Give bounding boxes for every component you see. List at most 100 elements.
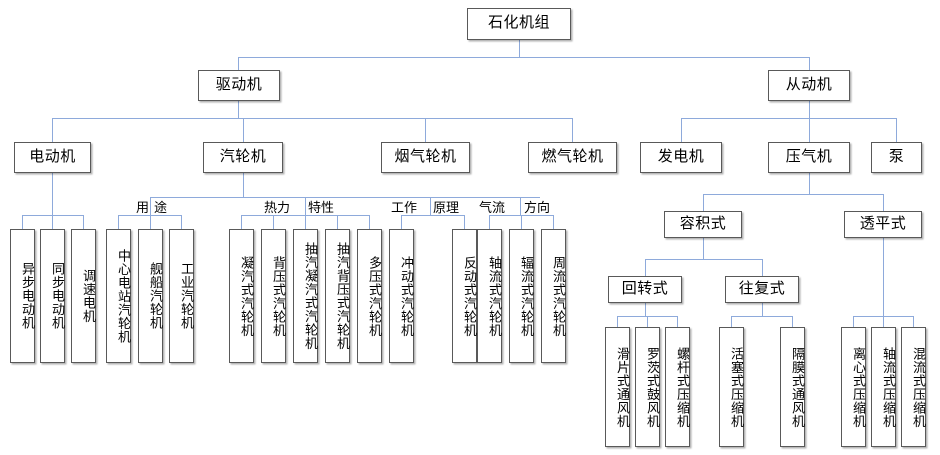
connector-flow-3 <box>553 215 555 229</box>
leaf-axial-compressor[interactable]: 轴流式压缩机 <box>871 327 896 447</box>
leaf-roots-blower[interactable]: 罗茨式鼓风机 <box>635 327 660 447</box>
connector-thermal-1 <box>241 215 243 229</box>
category-label-flow-a: 气流 <box>478 200 507 215</box>
connector-thermal-5 <box>369 215 371 229</box>
connector-turbo-3 <box>913 316 915 327</box>
leaf-radial-flow-turbine[interactable]: 辐流式汽轮机 <box>509 229 534 363</box>
connector-motor-1 <box>22 215 24 229</box>
connector-thermal-2 <box>273 215 275 229</box>
node-pump[interactable]: 泵 <box>871 142 922 173</box>
connector-recip-down <box>762 303 764 317</box>
connector-rotary-2 <box>647 316 649 327</box>
connector-flow-2 <box>521 215 523 229</box>
connector-principle-1 <box>401 215 403 229</box>
connector-rotary-down <box>645 303 647 317</box>
leaf-impulse-turbine[interactable]: 冲动式汽轮机 <box>389 229 414 363</box>
leaf-piston-compressor[interactable]: 活塞式压缩机 <box>719 327 744 447</box>
connector-use-2 <box>150 215 152 229</box>
node-reciprocating-type[interactable]: 往复式 <box>725 276 799 303</box>
category-label-thermal-b: 特性 <box>307 200 336 215</box>
leaf-async-motor[interactable]: 异步电动机 <box>10 229 35 363</box>
connector-rotary-3 <box>677 316 679 327</box>
connector-thermal-4 <box>337 215 339 229</box>
connector-use-1 <box>118 215 120 229</box>
connector-recip-2 <box>792 316 794 327</box>
connector-steam-flow <box>520 197 522 215</box>
node-generator[interactable]: 发电机 <box>640 142 722 173</box>
connector-steam-bus <box>150 197 540 199</box>
connector-principle-bus <box>401 215 464 217</box>
node-flue-gas-turbine[interactable]: 烟气轮机 <box>381 142 470 173</box>
leaf-axial-flow-turbine[interactable]: 轴流式汽轮机 <box>477 229 502 363</box>
connector-motor-2 <box>52 215 54 229</box>
category-label-principle-a: 工作 <box>390 200 419 215</box>
leaf-marine-turbine[interactable]: 舰船汽轮机 <box>138 229 163 363</box>
connector-to-rotary <box>645 259 647 276</box>
node-volumetric-type[interactable]: 容积式 <box>664 211 742 238</box>
connector-thermal-3 <box>305 215 307 229</box>
leaf-multipressure-turbine[interactable]: 多压式汽轮机 <box>357 229 382 363</box>
connector-to-steam <box>243 118 245 142</box>
connector-motor-down <box>52 173 54 216</box>
connector-to-motor <box>52 118 54 142</box>
category-label-use-a: 用 <box>135 200 151 215</box>
node-turbo-type[interactable]: 透平式 <box>844 211 922 238</box>
connector-compressor-bus <box>703 194 883 196</box>
node-electric-motor[interactable]: 电动机 <box>14 142 91 173</box>
leaf-circumferential-flow-turbine[interactable]: 周流式汽轮机 <box>541 229 566 363</box>
connector-driven-down <box>809 101 811 119</box>
connector-steam-thermal <box>305 197 307 215</box>
connector-turbo-1 <box>853 316 855 327</box>
leaf-extraction-backpressure-turbine[interactable]: 抽汽背压式汽轮机 <box>325 229 350 363</box>
connector-recip-bus <box>731 316 792 318</box>
leaf-central-power-turbine[interactable]: 中心电站汽轮机 <box>106 229 131 363</box>
connector-volumetric-bus <box>645 259 762 261</box>
connector-to-volumetric <box>703 194 705 211</box>
leaf-centrifugal-compressor[interactable]: 离心式压缩机 <box>841 327 866 447</box>
node-rotary-type[interactable]: 回转式 <box>608 276 682 303</box>
connector-flow-1 <box>489 215 491 229</box>
connector-to-gas <box>572 118 574 142</box>
connector-rotary-1 <box>617 316 619 327</box>
connector-turbo-2 <box>883 316 885 327</box>
connector-recip-1 <box>731 316 733 327</box>
node-steam-turbine[interactable]: 汽轮机 <box>203 142 283 173</box>
connector-level2-bus <box>238 57 810 59</box>
connector-steam-principle <box>430 197 432 215</box>
category-label-thermal-a: 热力 <box>263 200 292 215</box>
connector-to-compressor <box>809 118 811 142</box>
leaf-screw-compressor[interactable]: 螺杆式压缩机 <box>665 327 690 447</box>
connector-motor-3 <box>83 215 85 229</box>
connector-principle-2 <box>464 215 466 229</box>
node-gas-turbine[interactable]: 燃气轮机 <box>528 142 617 173</box>
node-driven-machine[interactable]: 从动机 <box>768 70 850 101</box>
leaf-reaction-turbine[interactable]: 反动式汽轮机 <box>452 229 477 363</box>
connector-compressor-down <box>809 173 811 195</box>
leaf-condensing-turbine[interactable]: 凝汽式汽轮机 <box>229 229 254 363</box>
leaf-industrial-turbine[interactable]: 工业汽轮机 <box>169 229 194 363</box>
node-root[interactable]: 石化机组 <box>467 8 571 40</box>
category-label-use-b: 途 <box>153 200 169 215</box>
category-label-principle-b: 原理 <box>432 200 461 215</box>
connector-steam-use <box>150 197 152 215</box>
leaf-sliding-vane-fan[interactable]: 滑片式通风机 <box>605 327 630 447</box>
connector-driven-bus <box>681 118 896 120</box>
connector-to-driven <box>809 57 811 74</box>
leaf-diaphragm-fan[interactable]: 隔膜式通风机 <box>780 327 805 447</box>
connector-root-down <box>519 40 521 58</box>
leaf-backpressure-turbine[interactable]: 背压式汽轮机 <box>261 229 286 363</box>
leaf-extraction-condensing-turbine[interactable]: 抽汽凝汽式汽轮机 <box>293 229 318 363</box>
leaf-sync-motor[interactable]: 同步电动机 <box>40 229 65 363</box>
connector-to-fluegas <box>425 118 427 142</box>
connector-drive-down <box>238 101 240 119</box>
leaf-vsd-motor[interactable]: 调速电机 <box>71 229 96 363</box>
connector-to-recip <box>762 259 764 276</box>
node-drive-machine[interactable]: 驱动机 <box>198 70 280 101</box>
connector-to-turbo <box>883 194 885 211</box>
connector-steam-down <box>243 173 245 198</box>
node-compressor[interactable]: 压气机 <box>768 142 850 173</box>
connector-volumetric-down <box>703 238 705 260</box>
leaf-mixed-flow-compressor[interactable]: 混流式压缩机 <box>901 327 926 447</box>
connector-to-pump <box>896 118 898 142</box>
